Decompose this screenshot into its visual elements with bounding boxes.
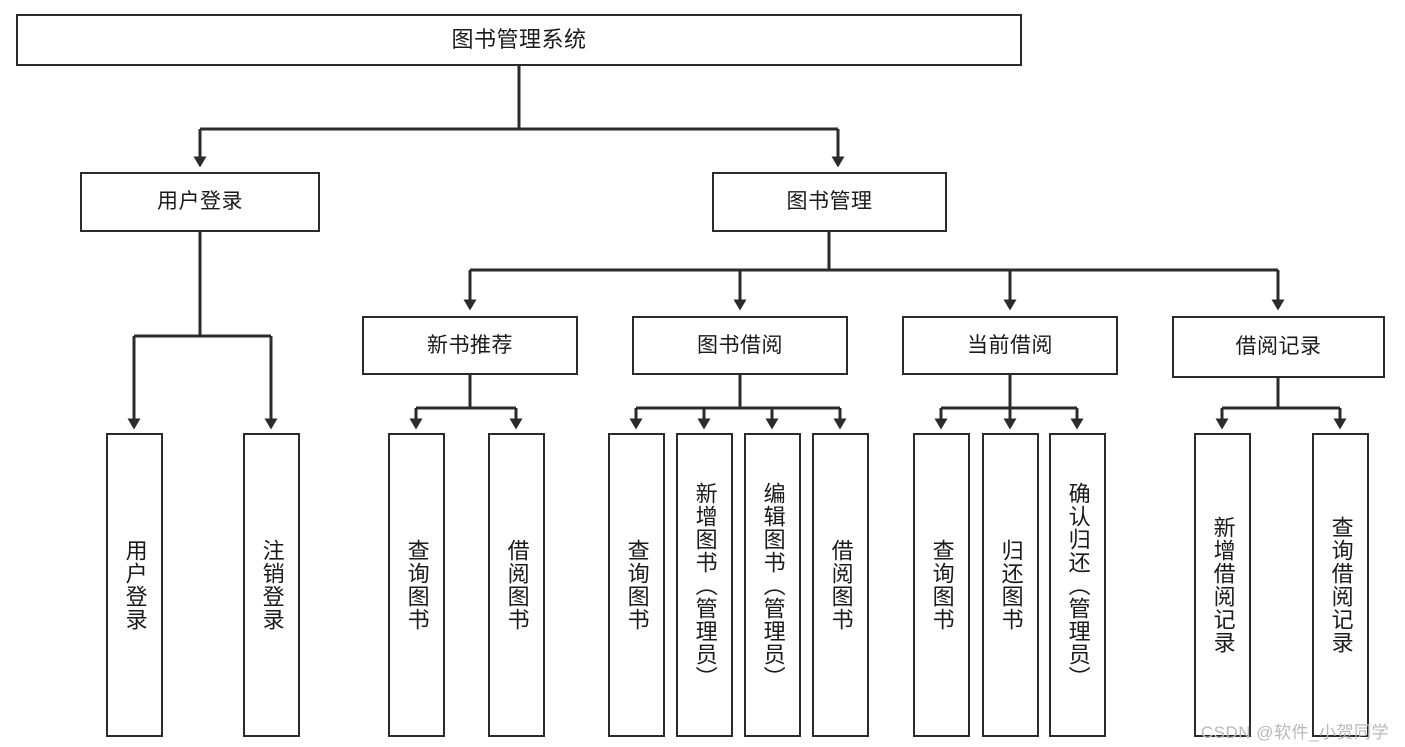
leaf-borrow-book-recommend[interactable]: 借阅图书 — [488, 433, 545, 737]
leaf-label: 查询图书 — [929, 539, 955, 631]
leaf-query-borrow-record[interactable]: 查询借阅记录 — [1312, 433, 1369, 737]
node-book-borrow[interactable]: 图书借阅 — [632, 316, 848, 375]
leaf-add-borrow-record[interactable]: 新增借阅记录 — [1194, 433, 1251, 737]
leaf-label: 新增借阅记录 — [1210, 516, 1236, 654]
node-book-management[interactable]: 图书管理 — [712, 172, 947, 232]
leaf-query-book-borrow[interactable]: 查询图书 — [608, 433, 665, 737]
leaf-label: 归还图书 — [998, 539, 1024, 631]
node-user-login[interactable]: 用户登录 — [80, 172, 320, 232]
leaf-label: 查询图书 — [404, 539, 430, 631]
leaf-query-book-current[interactable]: 查询图书 — [913, 433, 970, 737]
leaf-return-book[interactable]: 归还图书 — [982, 433, 1039, 737]
node-new-book-recommend[interactable]: 新书推荐 — [362, 316, 578, 375]
leaf-label: 借阅图书 — [504, 539, 530, 631]
leaf-borrow-book[interactable]: 借阅图书 — [812, 433, 869, 737]
leaf-query-book-recommend[interactable]: 查询图书 — [388, 433, 445, 737]
node-root-system[interactable]: 图书管理系统 — [16, 14, 1022, 66]
leaf-label: 用户登录 — [122, 539, 148, 631]
leaf-confirm-return-admin[interactable]: 确认归还（管理员） — [1049, 433, 1106, 737]
leaf-label: 编辑图书（管理员） — [760, 481, 786, 689]
leaf-logout[interactable]: 注销登录 — [243, 433, 300, 737]
leaf-label: 注销登录 — [259, 539, 285, 631]
leaf-label: 查询借阅记录 — [1328, 516, 1354, 654]
leaf-label: 查询图书 — [624, 539, 650, 631]
leaf-label: 新增图书（管理员） — [692, 481, 718, 689]
leaf-edit-book-admin[interactable]: 编辑图书（管理员） — [744, 433, 801, 737]
leaf-label: 借阅图书 — [828, 539, 854, 631]
leaf-user-login[interactable]: 用户登录 — [106, 433, 163, 737]
leaf-add-book-admin[interactable]: 新增图书（管理员） — [676, 433, 733, 737]
csdn-watermark: CSDN @软件_小贺同学 — [1200, 723, 1389, 742]
node-current-borrow[interactable]: 当前借阅 — [902, 316, 1118, 375]
leaf-label: 确认归还（管理员） — [1065, 481, 1091, 689]
node-borrow-record[interactable]: 借阅记录 — [1172, 316, 1385, 378]
